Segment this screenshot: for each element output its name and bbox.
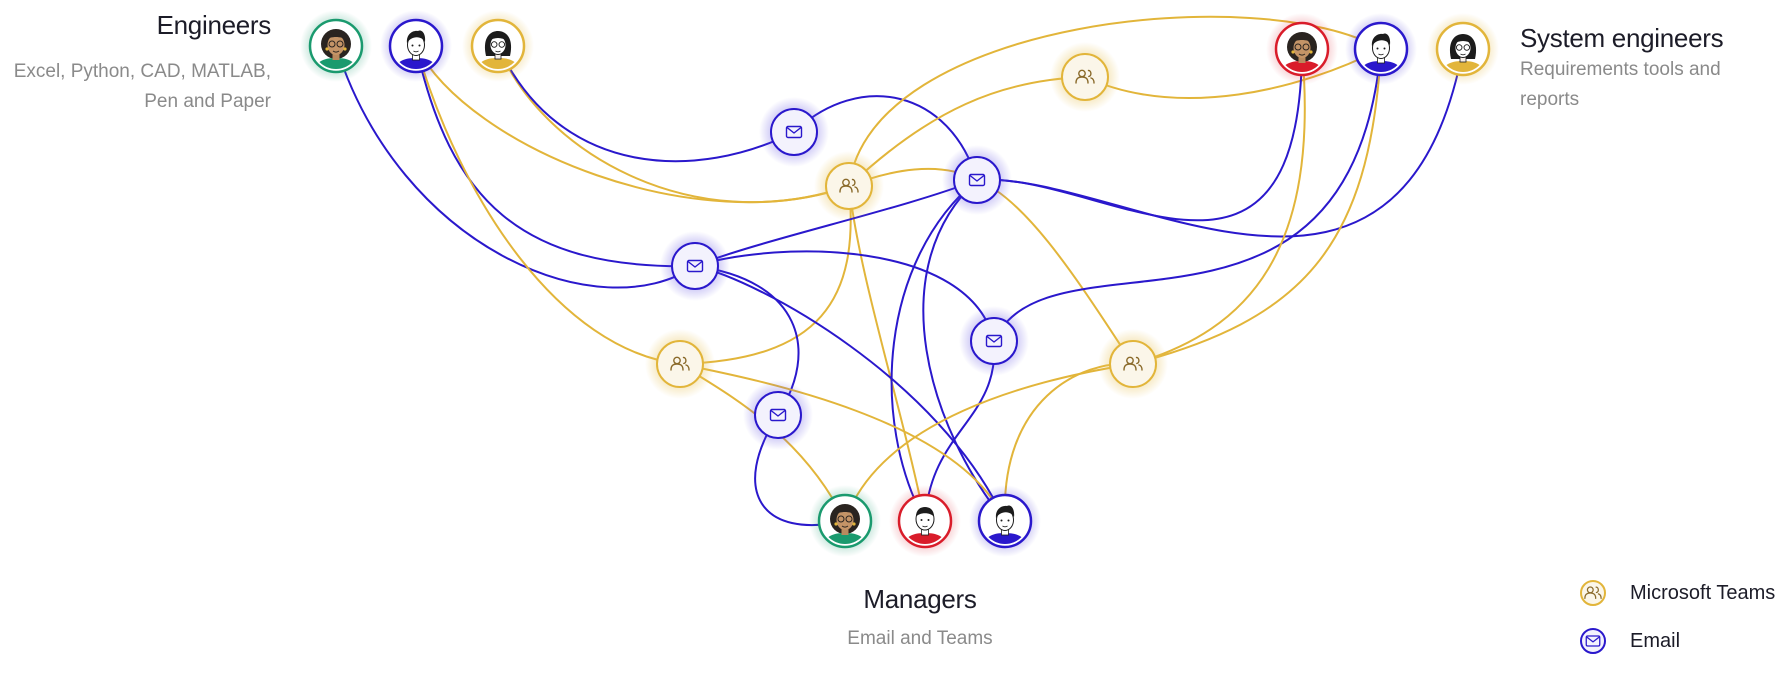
avatar-sys-3 — [1427, 13, 1499, 85]
email-node-e4 — [959, 306, 1029, 376]
email-node-e5 — [743, 380, 813, 450]
teams-connection-t2-mgr-2 — [848, 185, 926, 522]
email-connection-e2-mgr-3 — [694, 265, 1006, 522]
teams-connection-t4-mgr-1 — [844, 363, 1134, 522]
legend-item-email: Email — [1580, 628, 1680, 654]
email-connection-e2-e4 — [694, 250, 995, 342]
teams-node-t4 — [1098, 329, 1168, 399]
managers-subtitle: Email and Teams — [847, 628, 993, 649]
system-engineers-title: System engineers — [1520, 23, 1724, 53]
email-node-e2 — [660, 231, 730, 301]
email-connection-eng-1-e2 — [335, 45, 696, 289]
avatar-sys-2 — [1345, 13, 1417, 85]
teams-icon — [1580, 580, 1606, 606]
email-connection-e4-sys-2 — [993, 48, 1382, 342]
legend-item-teams: Microsoft Teams — [1580, 580, 1775, 606]
avatar-eng-2 — [380, 10, 452, 82]
email-icon — [1580, 628, 1606, 654]
teams-connection-eng-3-t2 — [497, 45, 850, 204]
email-node-e1 — [759, 97, 829, 167]
managers-title: Managers — [863, 584, 977, 614]
avatar-sys-1 — [1266, 13, 1338, 85]
teams-connection-t1-sys-2 — [1084, 48, 1382, 99]
email-connection-e3-mgr-2 — [890, 179, 978, 522]
avatar-eng-3 — [462, 10, 534, 82]
email-connection-e3-sys-1 — [976, 48, 1303, 222]
teams-connection-t4-sys-2 — [1132, 48, 1382, 365]
system-engineers-subtitle: Requirements tools and reports — [1520, 59, 1721, 110]
teams-connection-eng-2-t3 — [415, 45, 681, 365]
engineers-title: Engineers — [156, 10, 272, 40]
email-connection-eng-2-e2 — [415, 45, 696, 268]
avatar-eng-1 — [300, 10, 372, 82]
avatar-mgr-1 — [809, 485, 881, 557]
email-connection-eng-3-e1 — [497, 45, 795, 163]
teams-connection-t4-sys-1 — [1132, 48, 1306, 365]
avatar-mgr-2 — [889, 485, 961, 557]
legend-label-teams: Microsoft Teams — [1630, 581, 1776, 604]
teams-node-t1 — [1050, 42, 1120, 112]
email-connection-e3-sys-3 — [976, 48, 1464, 238]
engineers-subtitle: Excel, Python, CAD, MATLAB, Pen and Pape… — [13, 61, 271, 112]
email-node-e3 — [942, 145, 1012, 215]
teams-connection-t3-mgr-3 — [679, 363, 1006, 522]
teams-node-t3 — [645, 329, 715, 399]
legend-label-email: Email — [1630, 629, 1681, 652]
teams-connection-t2-t3 — [679, 185, 852, 365]
teams-node-t2 — [814, 151, 884, 221]
avatar-mgr-3 — [969, 485, 1041, 557]
